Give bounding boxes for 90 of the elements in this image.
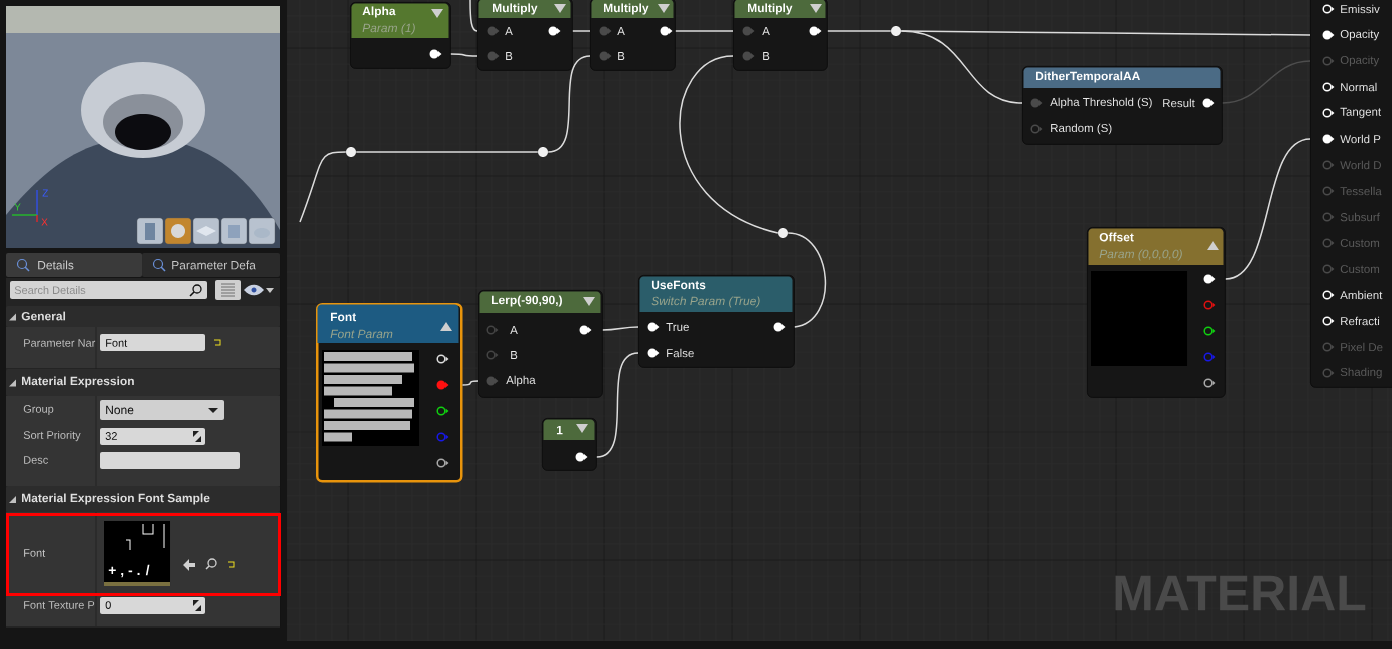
wire bbox=[596, 352, 639, 458]
wire bbox=[547, 55, 591, 153]
wire bbox=[602, 326, 639, 331]
pin-label: Subsurf bbox=[1340, 212, 1380, 222]
wire bbox=[787, 232, 826, 328]
wire bbox=[1225, 138, 1311, 280]
section-header: General bbox=[6, 306, 280, 327]
graph-node bbox=[1310, 0, 1392, 388]
pin-label: Normal bbox=[1341, 82, 1377, 92]
pin-label: Shading bbox=[1340, 367, 1382, 379]
pin-label: World P bbox=[1340, 134, 1381, 144]
pin-label: Opacity bbox=[1340, 55, 1380, 67]
graph-node bbox=[1087, 227, 1226, 398]
graph-node bbox=[733, 0, 828, 71]
wire bbox=[900, 30, 1023, 104]
highlight-frame bbox=[6, 513, 281, 596]
node-subtitle: Switch Param (True) bbox=[651, 296, 760, 308]
number-field: 0 bbox=[100, 597, 205, 614]
pin-label: Tangent bbox=[1340, 107, 1382, 119]
wire bbox=[469, 0, 478, 32]
axis-label: Y bbox=[14, 203, 21, 211]
pin-label: Ambient bbox=[1340, 290, 1383, 300]
graph-node bbox=[350, 2, 451, 69]
graph-node bbox=[638, 275, 795, 368]
node-title: Lerp(-90,90,) bbox=[492, 295, 562, 307]
pin-label: Alpha Threshold (S) bbox=[1050, 97, 1152, 109]
axis-label: X bbox=[41, 218, 48, 226]
tab: Details bbox=[6, 253, 142, 277]
node-subtitle: Param (1) bbox=[362, 23, 415, 35]
pin-label: World D bbox=[1340, 160, 1381, 170]
search-field: Search Details bbox=[10, 281, 207, 299]
pin-label: True bbox=[666, 323, 689, 331]
pin-label: B bbox=[763, 52, 770, 60]
property-label: Font bbox=[24, 549, 46, 557]
pin-label: B bbox=[618, 52, 625, 60]
graph-node bbox=[477, 0, 573, 71]
property-label: Group bbox=[23, 405, 54, 415]
section-header: Material Expression Font Sample bbox=[6, 486, 280, 512]
node-title: DitherTemporalAA bbox=[1036, 71, 1140, 83]
wire bbox=[1222, 60, 1311, 104]
thumbnail-text: + , - . / bbox=[108, 564, 150, 578]
axis-label: Z bbox=[42, 189, 48, 197]
node-subtitle: Param (0,0,0,0) bbox=[1099, 249, 1182, 261]
graph-node bbox=[590, 0, 676, 71]
pin-label: Emissiv bbox=[1341, 4, 1380, 14]
wire bbox=[572, 30, 591, 32]
pin-label: False bbox=[667, 348, 694, 358]
node-subtitle: Font Param bbox=[330, 329, 393, 339]
pin-label: Custom bbox=[1340, 264, 1380, 274]
pin-label: B bbox=[506, 52, 513, 60]
wire bbox=[675, 30, 734, 32]
property-label: Sort Priority bbox=[23, 430, 81, 442]
node-title: Offset bbox=[1099, 232, 1134, 242]
graph-node bbox=[316, 303, 463, 483]
wire bbox=[355, 151, 539, 153]
node-title: Alpha bbox=[362, 6, 396, 18]
section-header: Material Expression bbox=[6, 369, 280, 396]
wire bbox=[299, 151, 347, 223]
number-field: 32 bbox=[100, 428, 205, 445]
pin-label: Refracti bbox=[1341, 316, 1380, 326]
property-label: Desc bbox=[24, 456, 48, 464]
wire bbox=[461, 380, 479, 386]
wire bbox=[827, 30, 892, 32]
node-title: Multiply bbox=[604, 3, 649, 15]
pin-label: B bbox=[511, 351, 518, 359]
node-title: 1 bbox=[556, 425, 563, 435]
pin-label: Custom bbox=[1340, 238, 1380, 248]
pin-label: A bbox=[505, 27, 513, 35]
graph-node bbox=[1022, 66, 1223, 145]
wire bbox=[679, 55, 779, 234]
graph-node bbox=[478, 290, 603, 398]
wire bbox=[450, 53, 478, 57]
pin-label: Opacity bbox=[1340, 29, 1380, 41]
input-field: Font bbox=[100, 334, 205, 351]
pin-label: Pixel De bbox=[1341, 342, 1383, 352]
dropdown: None bbox=[100, 400, 224, 420]
node-title: Multiply bbox=[493, 3, 538, 15]
node-title: Font bbox=[331, 312, 357, 322]
node-title: UseFonts bbox=[651, 280, 706, 290]
pin-label: A bbox=[617, 27, 625, 35]
property-label: Parameter Nar bbox=[24, 339, 96, 347]
graph-node bbox=[542, 418, 597, 471]
pin-label: A bbox=[762, 27, 770, 35]
pin-label: Random (S) bbox=[1051, 123, 1112, 135]
pin-label: Tessella bbox=[1340, 186, 1382, 196]
pin-label: Result bbox=[1163, 98, 1195, 108]
tab: Parameter Defa bbox=[142, 253, 280, 277]
node-title: Multiply bbox=[748, 3, 793, 15]
pin-label: A bbox=[510, 326, 518, 334]
pin-label: Alpha bbox=[506, 375, 536, 387]
